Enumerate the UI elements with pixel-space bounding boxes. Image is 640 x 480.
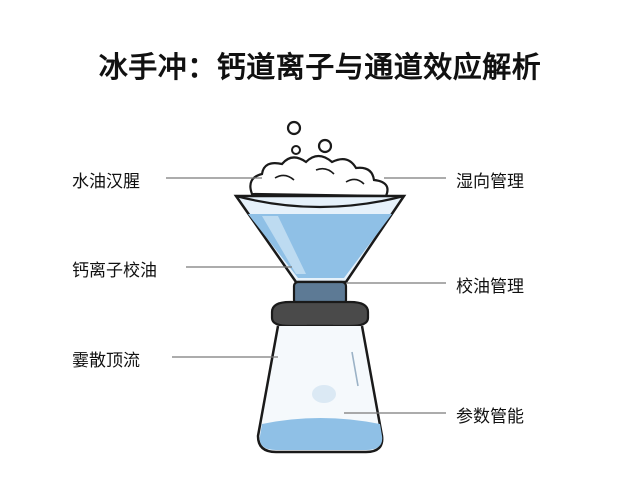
dripper-funnel: [233, 194, 407, 284]
ice-foam: [249, 154, 389, 198]
label-right-3: 参数管能: [456, 407, 524, 427]
leader-lines: [166, 177, 446, 414]
label-right-1: 湿向管理: [456, 172, 524, 192]
diagram-title: 冰手冲：钙道离子与通道效应解析: [98, 50, 542, 84]
label-left-3: 霎散顶流: [72, 351, 140, 371]
label-left-1: 水油汉腥: [72, 172, 140, 192]
bubbles: [286, 120, 333, 155]
server-flask: [256, 325, 384, 454]
filter-collar: [270, 280, 370, 328]
label-right-2: 校油管理: [456, 277, 524, 297]
label-left-2: 钙离子校油: [72, 261, 157, 281]
